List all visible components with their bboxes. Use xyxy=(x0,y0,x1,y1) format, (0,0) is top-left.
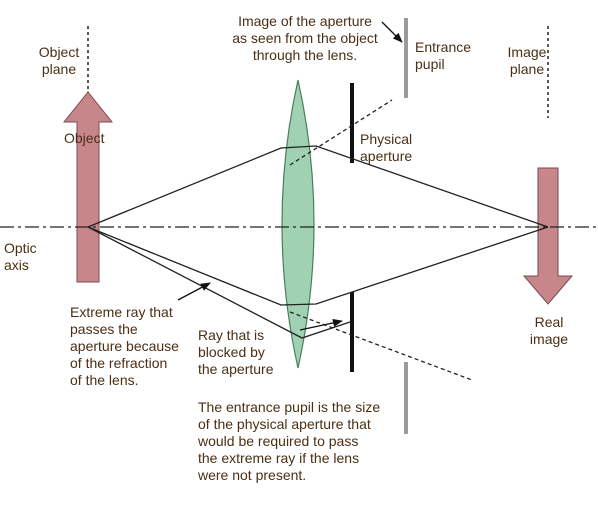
extrapolated-top xyxy=(289,99,393,166)
blocked-ray xyxy=(87,226,351,339)
lens-icon xyxy=(281,79,315,369)
blocked-ray-label: Ray that is blocked by the aperture xyxy=(198,327,274,377)
object-plane-label: Object plane xyxy=(38,44,80,77)
real-image-arrow-icon xyxy=(522,167,574,305)
physical-aperture-label: Physical aperture xyxy=(360,131,413,164)
optic-axis-label: Optic axis xyxy=(4,240,37,273)
upper-ray xyxy=(87,145,549,228)
pointer-arrows xyxy=(177,21,403,331)
entrance-pupil-label: Entrance pupil xyxy=(415,39,472,72)
pointer-blocked-ray xyxy=(299,318,343,331)
object-label: Object xyxy=(64,130,105,146)
pointer-extreme-ray xyxy=(177,282,211,301)
rays xyxy=(87,99,549,381)
entrance-pupil-note: The entrance pupil is the size of the ph… xyxy=(198,399,381,483)
extrapolated-bottom xyxy=(289,311,473,381)
image-plane-label: Image plane xyxy=(507,44,547,77)
extreme-ray-label: Extreme ray that passes the aperture bec… xyxy=(70,304,179,388)
pointer-aperture-image xyxy=(381,21,403,43)
real-image-label: Real image xyxy=(529,314,569,347)
object-arrow-icon xyxy=(62,91,114,283)
aperture-image-note: Image of the aperture as seen from the o… xyxy=(232,13,378,63)
extreme-ray xyxy=(87,226,549,306)
